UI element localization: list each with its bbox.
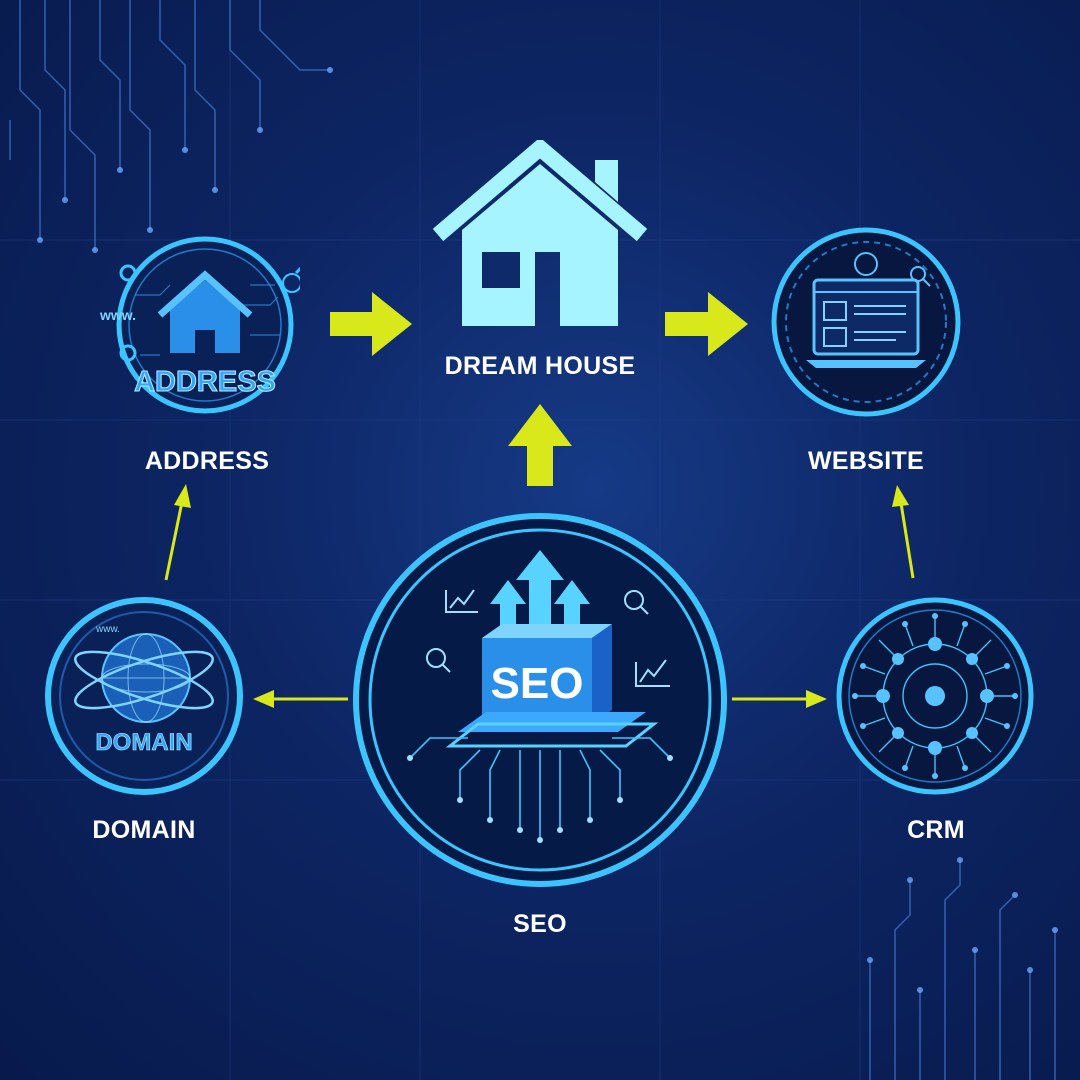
house-icon [432,140,648,326]
website-node [766,226,966,418]
seo-icon: SEO [353,513,727,887]
address-node: www. ADDRESS [100,225,300,425]
crm-icon [836,597,1034,795]
domain-icon: www. DOMAIN [45,597,243,795]
address-badge-text: ADDRESS [134,366,276,398]
arrow-seo-to-domain [253,690,348,708]
address-icon: www. ADDRESS [100,236,300,414]
seo-label: SEO [513,910,567,938]
arrow-seo-to-dream-house [508,404,572,486]
arrow-dream-house-to-website [665,292,748,356]
dream-house-label: DREAM HOUSE [444,352,636,380]
website-icon [771,227,961,417]
arrow-seo-to-crm [732,690,827,708]
crm-node [835,596,1035,796]
domain-label: DOMAIN [92,816,196,844]
dream-house-node [430,140,650,330]
arrow-domain-to-address [164,484,191,581]
arrow-address-to-dream-house [330,292,412,356]
domain-node: www. DOMAIN [44,596,244,796]
domain-badge-text: DOMAIN [95,729,192,756]
address-label: ADDRESS [144,447,270,475]
domain-www-text: www. [95,624,120,635]
seo-badge-text: SEO [491,659,584,708]
website-label: WEBSITE [808,447,924,475]
seo-node: SEO [350,510,730,890]
crm-label: CRM [907,816,965,844]
address-www-text: www. [100,307,136,323]
arrow-crm-to-website [892,485,915,579]
